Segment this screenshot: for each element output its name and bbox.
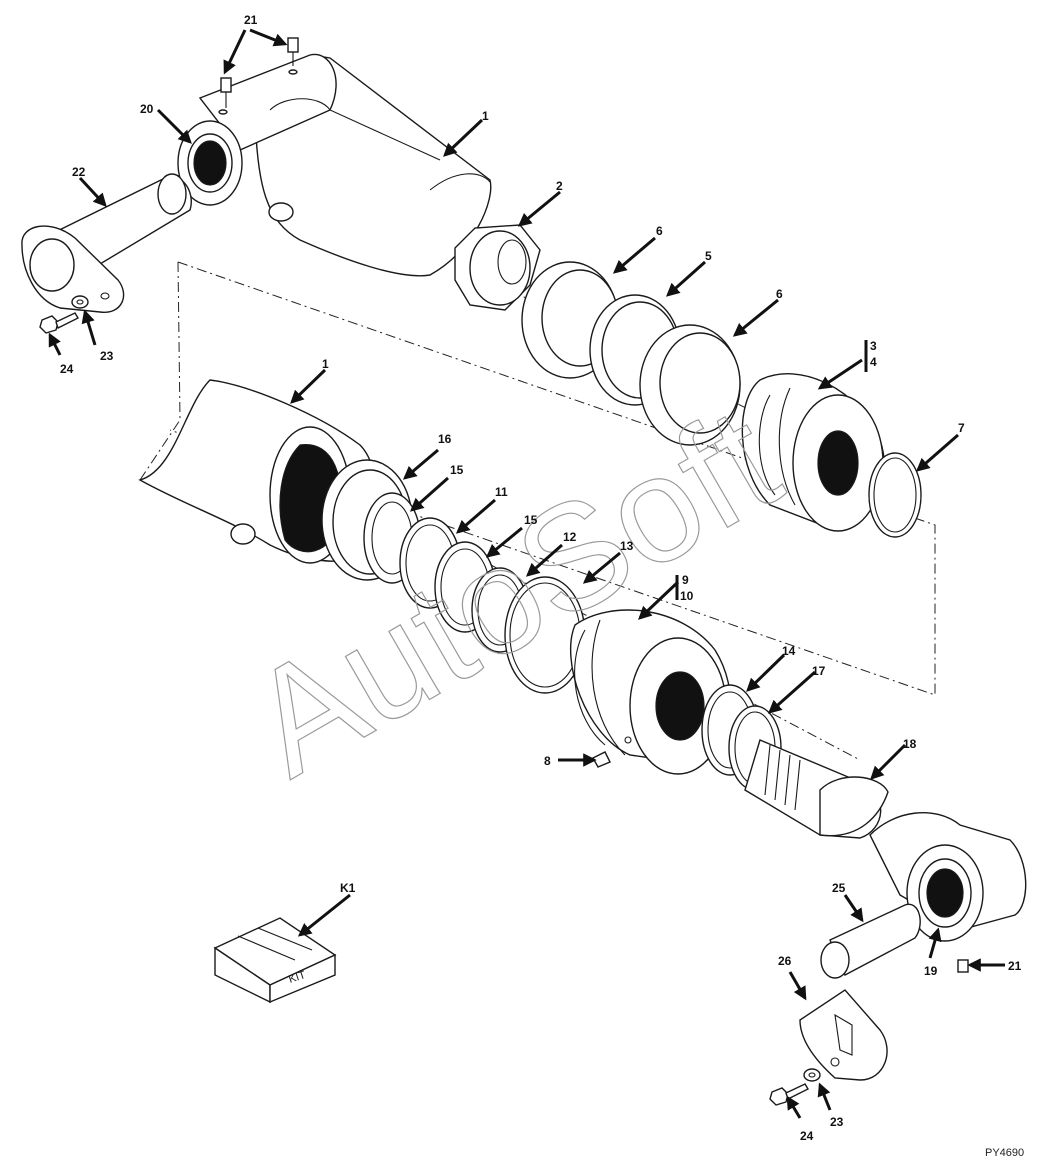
callout-6-b: 6 [776,287,783,301]
callout-labels: 1 21 20 22 24 23 2 6 5 6 3 4 7 1 16 15 1… [60,13,1022,1143]
callout-15-b: 15 [524,513,538,527]
callout-22: 22 [72,165,86,179]
callout-18: 18 [903,737,917,751]
callout-7: 7 [958,421,965,435]
set-screw-8 [592,751,611,768]
callout-15-a: 15 [450,463,464,477]
callout-25: 25 [832,881,846,895]
callout-23-bottom: 23 [830,1115,844,1129]
kit-box-K1: KIT [213,917,337,1004]
figure-reference: PY4690 [985,1147,1024,1159]
callout-26: 26 [778,954,792,968]
callout-14: 14 [782,644,796,658]
cylinder-barrel-top [198,53,492,277]
pin-22 [21,173,192,313]
callout-K1: K1 [340,881,356,895]
grease-fitting-21-b [287,37,299,66]
callout-6-a: 6 [656,224,663,238]
callout-8: 8 [544,754,551,768]
callout-16: 16 [438,432,452,446]
callout-4: 4 [870,355,877,369]
callout-23-top: 23 [100,349,114,363]
retainer-plate-26 [799,989,888,1081]
kit-box-label: KIT [287,969,307,986]
washer-23-top [71,295,89,309]
callout-9: 9 [682,573,689,587]
callout-10: 10 [680,589,694,603]
callout-2: 2 [556,179,563,193]
wear-ring-6-b [639,324,741,446]
callout-11: 11 [495,485,508,499]
cylinder-head-3-4 [741,373,885,532]
callout-17: 17 [812,664,826,678]
bolt-24-top [39,312,79,334]
callout-21-top: 21 [244,13,258,27]
callout-20: 20 [140,102,154,116]
callout-13: 13 [620,539,634,553]
pin-25 [820,903,921,979]
o-ring-7 [868,452,922,538]
callout-5: 5 [705,249,712,263]
callout-1-top: 1 [482,109,489,123]
assembly-boundary-line [139,261,936,696]
callout-1-lower: 1 [322,357,329,371]
nut-2 [454,224,541,311]
callout-24-bottom: 24 [800,1129,814,1143]
rod-18 [744,739,889,839]
washer-23-bottom [803,1068,821,1082]
callout-12: 12 [563,530,577,544]
bolt-24-bottom [769,1083,809,1106]
callout-3: 3 [870,339,877,353]
piston-9-10 [570,609,732,775]
callout-19: 19 [924,964,938,978]
callout-21-bottom: 21 [1008,959,1022,973]
grease-fitting-21-a [220,77,232,108]
callout-24-top: 24 [60,362,74,376]
rod-eye-lower [869,812,1027,942]
grease-fitting-21-c [957,959,969,973]
leader-arrows [48,28,1005,1119]
bushing-20 [177,120,243,206]
